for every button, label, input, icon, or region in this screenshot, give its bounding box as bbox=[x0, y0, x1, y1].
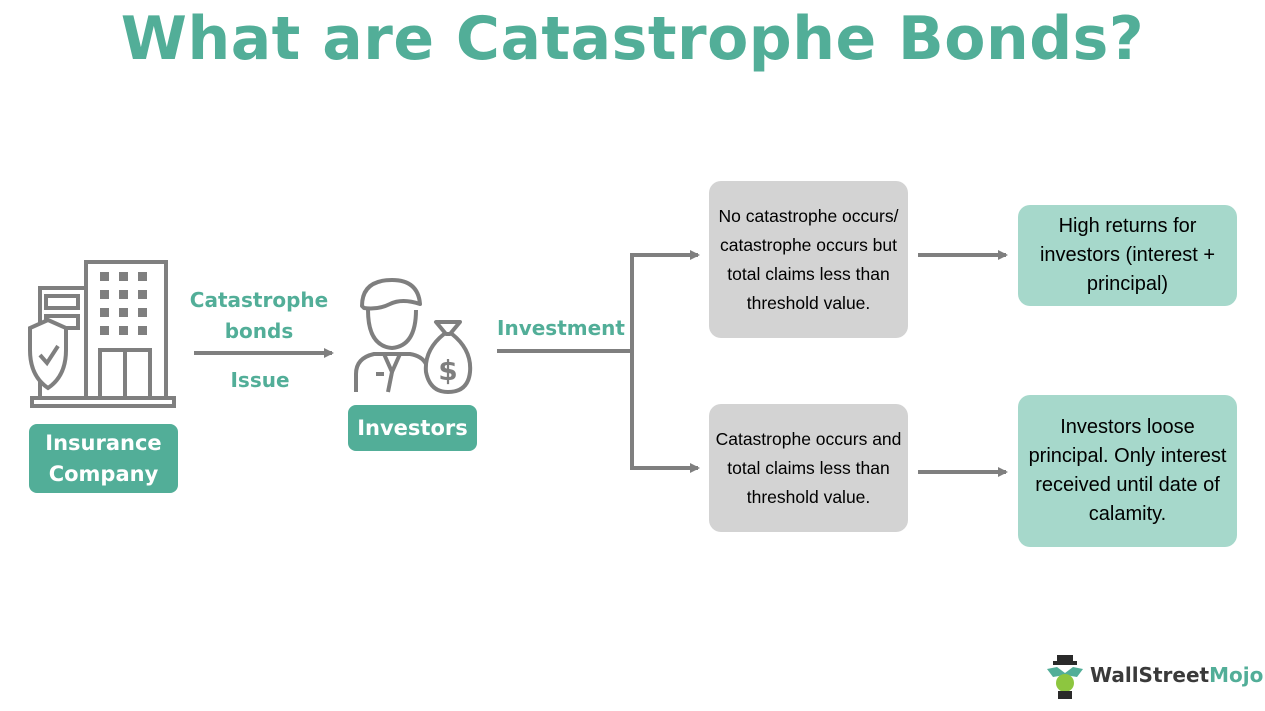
condition-no-catastrophe-box: No catastrophe occurs/ catastrophe occur… bbox=[709, 181, 908, 338]
catastrophe-bonds-label: Catastrophe bonds bbox=[189, 288, 329, 343]
page-title: What are Catastrophe Bonds? bbox=[120, 4, 1145, 74]
investor-money-bag-icon: $ bbox=[354, 278, 473, 394]
investment-label: Investment bbox=[497, 316, 625, 340]
issue-label: Issue bbox=[230, 368, 290, 392]
outcome-loose-principal-box: Investors loose principal. Only interest… bbox=[1018, 395, 1237, 547]
condition-no-catastrophe-text: No catastrophe occurs/ catastrophe occur… bbox=[718, 205, 899, 313]
outcome-loose-principal-text: Investors loose principal. Only interest… bbox=[1028, 416, 1227, 525]
condition-catastrophe-text: Catastrophe occurs and total claims less… bbox=[715, 428, 902, 507]
wallstreetmojo-logo-icon bbox=[1047, 655, 1083, 699]
wallstreetmojo-logo: WallStreetMojo bbox=[1043, 655, 1263, 699]
condition-catastrophe-box: Catastrophe occurs and total claims less… bbox=[709, 404, 908, 532]
outcome-high-returns-box: High returns for investors (interest + p… bbox=[1018, 205, 1237, 306]
building-shield-icon bbox=[28, 260, 176, 408]
logo-text-mojo: Mojo bbox=[1209, 663, 1264, 687]
svg-text:$: $ bbox=[438, 354, 457, 387]
logo-text-wallstreet: WallStreet bbox=[1090, 663, 1210, 687]
insurance-company-node: Insurance Company bbox=[29, 424, 178, 493]
investors-node: Investors bbox=[348, 405, 477, 451]
outcome-high-returns-text: High returns for investors (interest + p… bbox=[1039, 215, 1216, 295]
